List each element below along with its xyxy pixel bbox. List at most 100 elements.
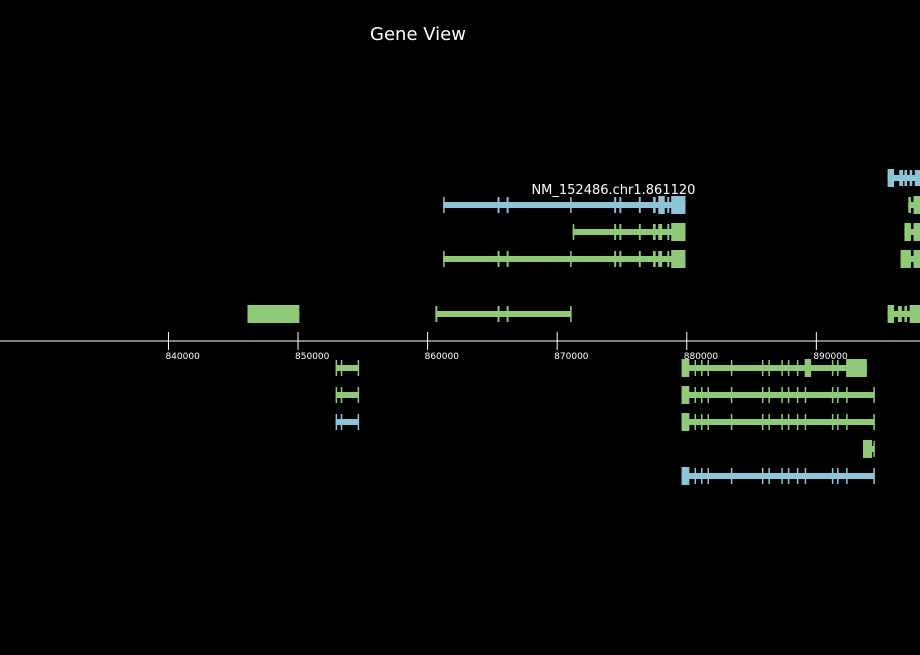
transcript-body xyxy=(681,419,875,425)
exon xyxy=(914,170,920,186)
exon xyxy=(831,468,834,484)
exon xyxy=(443,251,445,267)
exon xyxy=(768,387,770,403)
exon xyxy=(831,360,834,376)
transcript-body xyxy=(335,365,359,371)
exon xyxy=(694,360,697,376)
transcript xyxy=(887,169,920,187)
transcript-body xyxy=(335,392,359,398)
exon xyxy=(667,197,670,213)
exon xyxy=(701,387,703,403)
exon xyxy=(913,223,920,241)
transcript xyxy=(443,250,686,268)
exon xyxy=(831,387,834,403)
exon xyxy=(357,360,360,376)
exon xyxy=(638,251,641,267)
transcript xyxy=(887,305,920,323)
transcript xyxy=(904,223,920,241)
exon xyxy=(796,414,799,430)
exon xyxy=(873,468,875,484)
exon xyxy=(730,387,733,403)
exon xyxy=(796,387,799,403)
exon xyxy=(837,387,839,403)
transcript xyxy=(681,413,875,431)
transcript xyxy=(900,250,920,268)
transcript-body xyxy=(443,202,686,208)
exon xyxy=(796,360,799,376)
exon xyxy=(781,387,783,403)
transcript xyxy=(247,305,300,323)
exon xyxy=(837,468,839,484)
exon xyxy=(638,224,641,240)
exon xyxy=(694,387,697,403)
exon xyxy=(335,387,338,403)
exon xyxy=(899,170,904,186)
exon xyxy=(653,251,656,267)
exon xyxy=(570,197,572,213)
exon xyxy=(497,197,500,213)
exon xyxy=(667,251,670,267)
exon xyxy=(846,468,848,484)
exon xyxy=(781,414,783,430)
transcript-body xyxy=(681,392,875,398)
exon xyxy=(619,197,622,213)
exon xyxy=(247,305,254,323)
axis-tick-label: 850000 xyxy=(295,352,330,362)
exon xyxy=(671,250,686,268)
transcript xyxy=(572,223,686,241)
exon xyxy=(701,360,703,376)
exon xyxy=(846,414,848,430)
exon xyxy=(497,251,500,267)
axis-tick-label: 890000 xyxy=(813,352,848,362)
exon xyxy=(667,224,670,240)
exon xyxy=(335,360,338,376)
exon xyxy=(804,414,807,430)
exon xyxy=(862,440,873,458)
exon xyxy=(768,414,770,430)
exon xyxy=(887,169,895,187)
exon xyxy=(796,468,799,484)
exon xyxy=(761,414,764,430)
exon xyxy=(335,414,338,430)
exon xyxy=(904,170,908,186)
exon xyxy=(572,224,575,240)
transcript xyxy=(335,414,360,430)
exon xyxy=(638,197,641,213)
exon xyxy=(730,414,733,430)
exon xyxy=(768,360,770,376)
exon xyxy=(781,468,783,484)
exon xyxy=(443,197,445,213)
exon xyxy=(787,387,790,403)
exon xyxy=(761,360,764,376)
axis-tick-label: 860000 xyxy=(425,352,460,362)
exon xyxy=(761,387,764,403)
exon xyxy=(837,360,839,376)
transcript-body xyxy=(887,175,920,181)
exon xyxy=(804,359,812,377)
exon xyxy=(253,305,300,323)
exon xyxy=(435,306,438,322)
exon xyxy=(681,359,690,377)
exon xyxy=(681,413,690,431)
exon xyxy=(619,224,622,240)
exon xyxy=(909,170,913,186)
exon xyxy=(671,196,686,214)
exon xyxy=(340,414,343,430)
exon xyxy=(730,468,733,484)
exon xyxy=(846,387,848,403)
transcript-body xyxy=(681,473,875,479)
exon xyxy=(497,306,500,322)
exon xyxy=(658,224,663,240)
exon xyxy=(653,224,656,240)
exon xyxy=(904,223,911,241)
exon xyxy=(681,386,690,404)
exon xyxy=(614,251,617,267)
exon xyxy=(873,441,875,457)
exon xyxy=(707,414,709,430)
exon xyxy=(804,387,807,403)
transcript-body xyxy=(335,419,359,425)
transcript xyxy=(681,359,867,377)
transcript xyxy=(335,360,360,376)
